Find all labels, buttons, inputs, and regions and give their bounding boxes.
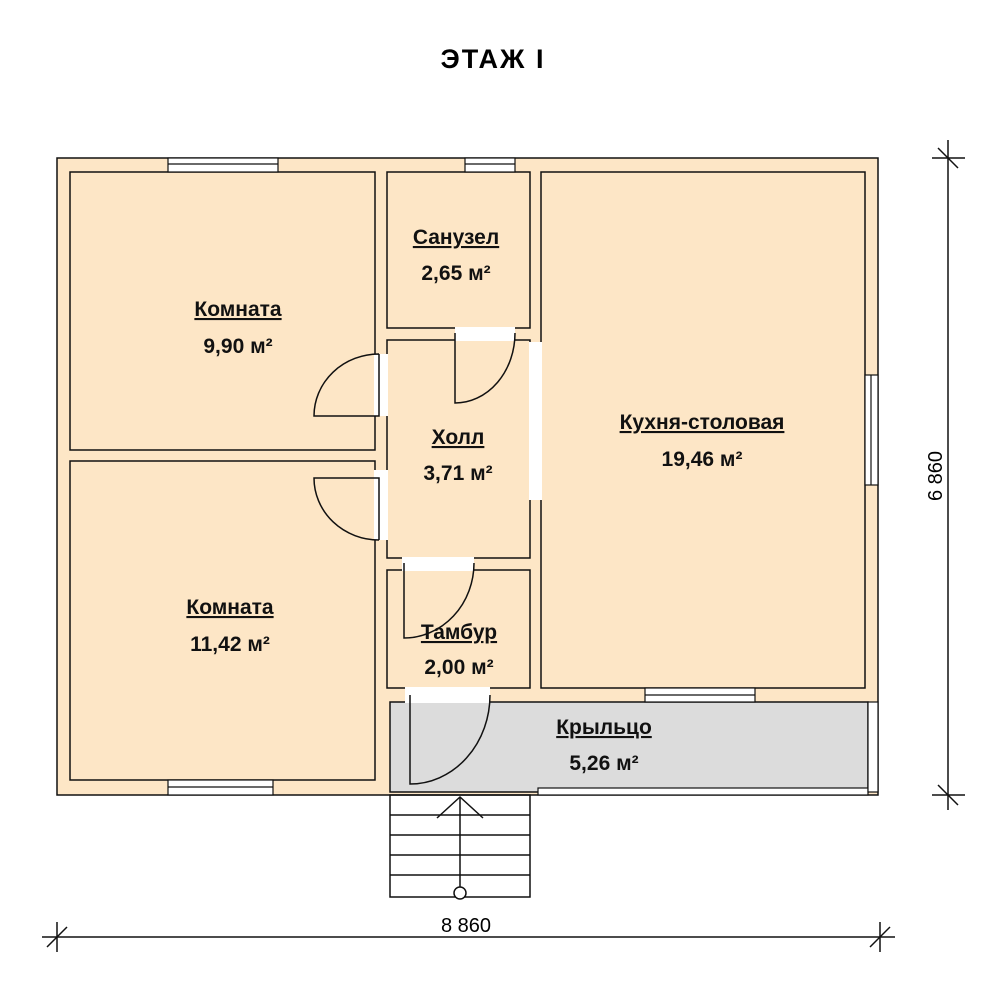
- room-name: Тамбур: [421, 621, 497, 644]
- door-openings: [374, 327, 542, 703]
- room-name: Санузел: [413, 226, 499, 249]
- room-name: Комната: [194, 298, 282, 321]
- room-area: 19,46 м²: [662, 448, 743, 471]
- room-area: 9,90 м²: [203, 335, 272, 358]
- room-area: 2,00 м²: [424, 656, 493, 679]
- dimension-lines: [42, 140, 965, 952]
- room-porch: [389, 701, 869, 793]
- room-name: Комната: [186, 596, 274, 619]
- windows: [167, 157, 879, 796]
- door-swings: [313, 332, 516, 785]
- width-dimension: 8 860: [441, 915, 491, 937]
- room-name: Крыльцо: [556, 716, 652, 739]
- room-area: 3,71 м²: [423, 462, 492, 485]
- room-name: Кухня-столовая: [620, 411, 785, 434]
- room-labels: Комната 9,90 м² Комната 11,42 м² Санузел…: [186, 226, 784, 775]
- room-area: 2,65 м²: [421, 262, 490, 285]
- height-dimension: 6 860: [925, 451, 947, 501]
- porch-stairs: [389, 794, 531, 900]
- plan-title: ЭТАЖ I: [441, 44, 546, 74]
- room-area: 11,42 м²: [190, 633, 270, 656]
- room-name: Холл: [432, 426, 485, 449]
- room-area: 5,26 м²: [569, 752, 638, 775]
